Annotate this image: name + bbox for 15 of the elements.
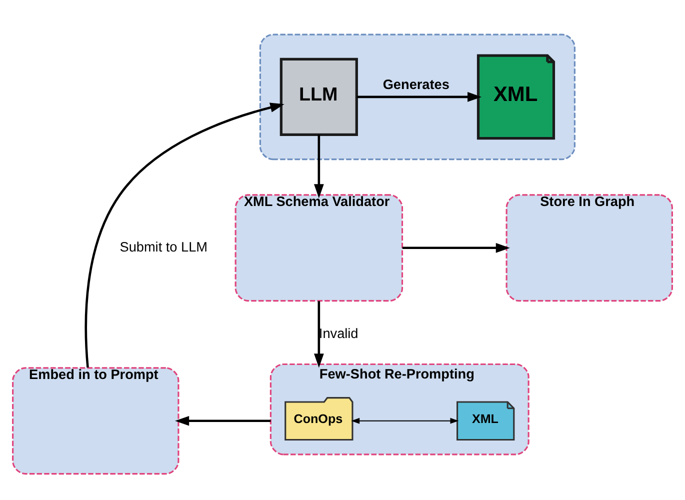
node-box: Store In Graph xyxy=(506,194,673,302)
arrow xyxy=(402,242,510,253)
edge-label: Generates xyxy=(382,76,450,92)
arrow xyxy=(356,92,482,102)
node-box: Embed in to Prompt xyxy=(12,367,180,475)
arrow xyxy=(84,102,284,368)
arrow xyxy=(314,134,324,198)
arrow xyxy=(314,301,324,368)
node-box: XML Schema Validator xyxy=(234,194,404,302)
arrow xyxy=(351,418,459,424)
node-box: LLM xyxy=(280,58,358,136)
arrow xyxy=(175,416,271,426)
edge-label: Invalid xyxy=(318,326,358,341)
edge-label: Submit to LLM xyxy=(120,239,208,254)
cluster xyxy=(259,34,576,160)
